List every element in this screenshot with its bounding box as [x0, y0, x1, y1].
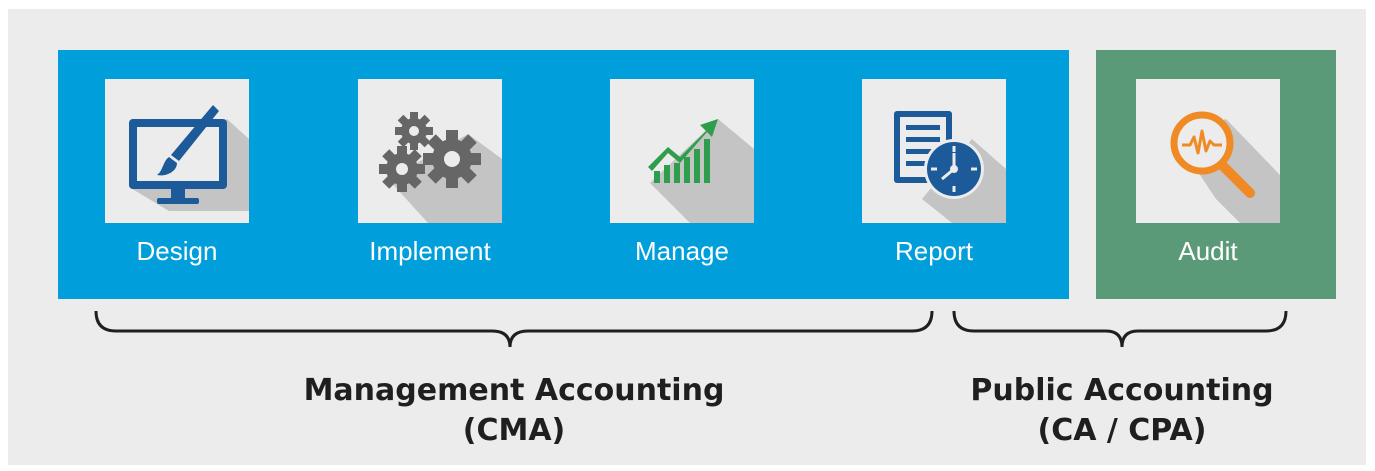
monitor-paintbrush-icon	[129, 105, 249, 211]
public-accounting-subtitle: (CA / CPA)	[1037, 413, 1207, 448]
report-tile	[862, 79, 1006, 223]
magnifier-pulse-icon	[1170, 111, 1280, 223]
diagram-canvas: Design Implement Manage Report Audit Man…	[8, 9, 1366, 465]
stage-label-manage: Manage	[635, 236, 729, 266]
stage-label-report: Report	[894, 236, 974, 266]
audit-tile	[1136, 79, 1280, 223]
management-brace	[94, 310, 934, 348]
manage-tile	[610, 79, 754, 223]
management-accounting-caption: Management Accounting (CMA)	[214, 371, 814, 451]
stage-label-design: Design	[136, 236, 218, 266]
public-accounting-title: Public Accounting	[970, 373, 1274, 408]
implement-tile	[358, 79, 502, 223]
document-clock-icon	[894, 111, 1006, 223]
management-accounting-subtitle: (CMA)	[462, 413, 566, 448]
public-accounting-caption: Public Accounting (CA / CPA)	[932, 371, 1312, 451]
management-accounting-title: Management Accounting	[303, 373, 725, 408]
gears-icon	[379, 112, 502, 223]
growth-chart-icon	[648, 119, 754, 223]
public-brace	[952, 310, 1288, 348]
stage-label-audit: Audit	[1178, 236, 1238, 266]
design-tile	[105, 79, 249, 223]
stage-label-implement: Implement	[369, 236, 491, 266]
